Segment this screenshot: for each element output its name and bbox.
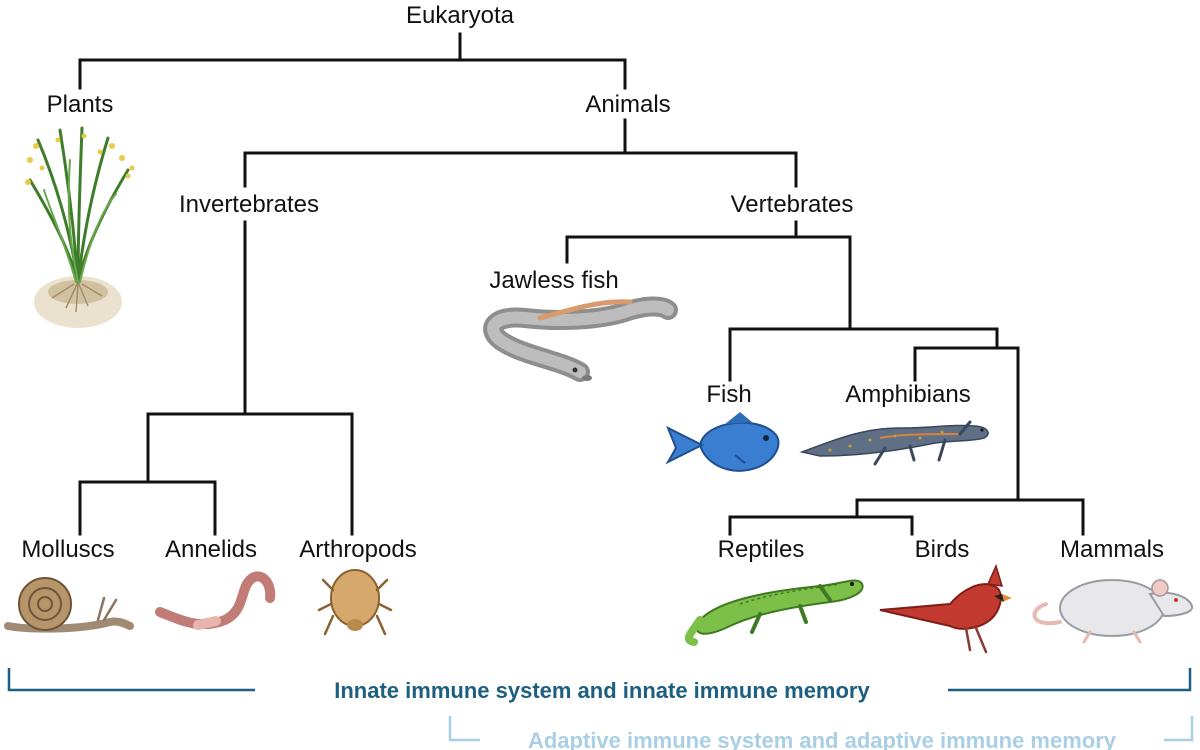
branch-invertebrates [78,220,354,536]
lamprey-icon [483,296,678,382]
innate-bracket: Innate immune system and innate immune m… [7,668,1192,703]
label-molluscs: Molluscs [21,536,114,563]
label-jawless-fish: Jawless fish [489,267,618,294]
adaptive-immune-label: Adaptive immune system and adaptive immu… [528,728,1117,750]
label-amphibians: Amphibians [845,381,970,408]
cardinal-icon [879,563,1012,654]
adaptive-bracket: Adaptive immune system and adaptive immu… [448,716,1194,750]
branch-eukaryota [78,32,627,90]
mouse-icon [1032,579,1194,644]
label-invertebrates: Invertebrates [179,191,319,218]
branch-vertebrates [565,220,1085,536]
label-vertebrates: Vertebrates [731,191,854,218]
label-birds: Birds [915,536,970,563]
tick-icon [317,569,393,636]
label-plants: Plants [47,91,114,118]
innate-immune-label: Innate immune system and innate immune m… [334,678,870,703]
label-animals: Animals [585,91,670,118]
label-reptiles: Reptiles [718,536,805,563]
fish-icon [665,412,780,472]
plant-icon [25,126,135,328]
label-arthropods: Arthropods [299,536,416,563]
branch-animals [243,118,798,188]
label-eukaryota: Eukaryota [406,2,515,29]
label-annelids: Annelids [165,536,257,563]
label-mammals: Mammals [1060,536,1164,563]
tree-lines [78,32,1085,536]
label-fish: Fish [706,381,751,408]
newt-icon [799,420,989,466]
worm-icon [155,571,276,630]
snail-icon [4,577,134,633]
iguana-icon [684,579,864,646]
